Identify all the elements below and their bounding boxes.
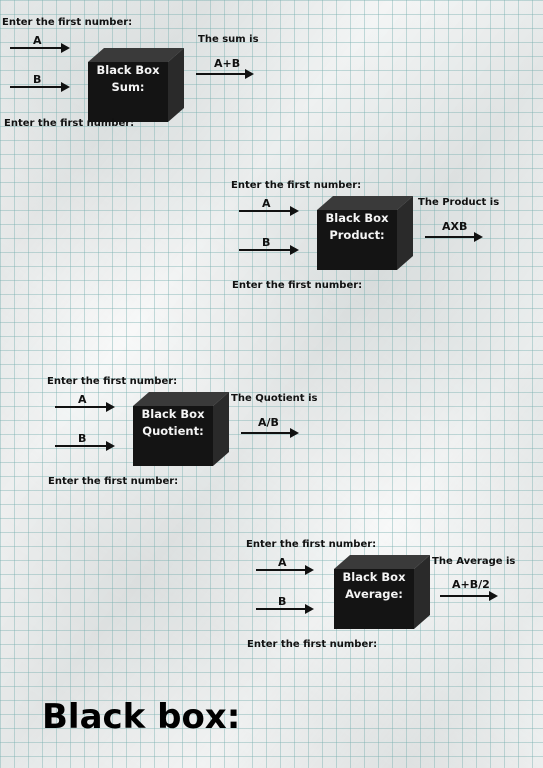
black-box-icon: Black Box Product: bbox=[317, 196, 413, 270]
black-box-icon: Black Box Average: bbox=[334, 555, 430, 629]
input-b-arrow bbox=[239, 245, 299, 255]
output-formula: A+B bbox=[214, 57, 241, 70]
input-a-arrow bbox=[55, 402, 115, 412]
output-heading: The Quotient is bbox=[231, 393, 318, 404]
input-a-label: A bbox=[278, 556, 287, 569]
output-arrow bbox=[440, 591, 498, 601]
box-title: Black Box bbox=[325, 211, 389, 225]
input-b-label: B bbox=[33, 73, 42, 86]
box-operation: Sum: bbox=[111, 80, 145, 94]
input-b-label: B bbox=[278, 595, 287, 608]
quotient-module: Enter the first number: A B Black Box Qu… bbox=[45, 373, 345, 523]
bottom-prompt: Enter the first number: bbox=[247, 639, 378, 650]
output-formula: A+B/2 bbox=[452, 578, 490, 591]
output-formula: AXB bbox=[442, 220, 468, 233]
output-arrow bbox=[241, 428, 299, 438]
box-operation: Average: bbox=[345, 587, 403, 601]
box-operation: Quotient: bbox=[142, 424, 204, 438]
sum-module: Enter the first number: A B Black Box Su… bbox=[0, 14, 300, 164]
box-operation: Product: bbox=[329, 228, 385, 242]
output-arrow bbox=[425, 232, 483, 242]
black-box-icon: Black Box Sum: bbox=[88, 48, 184, 122]
input-b-arrow bbox=[256, 604, 314, 614]
input-a-label: A bbox=[33, 34, 42, 47]
black-box-icon: Black Box Quotient: bbox=[133, 392, 229, 466]
input-a-label: A bbox=[262, 197, 271, 210]
input-prompt: Enter the first number: bbox=[47, 376, 178, 387]
bottom-prompt: Enter the first number: bbox=[4, 118, 135, 129]
input-b-label: B bbox=[78, 432, 87, 445]
input-prompt: Enter the first number: bbox=[246, 539, 377, 550]
input-prompt: Enter the first number: bbox=[231, 180, 362, 191]
product-module: Enter the first number: A B Black Box Pr… bbox=[229, 177, 529, 327]
input-a-arrow bbox=[256, 565, 314, 575]
box-title: Black Box bbox=[141, 407, 205, 421]
input-b-arrow bbox=[55, 441, 115, 451]
output-heading: The Product is bbox=[418, 197, 500, 208]
input-a-arrow bbox=[239, 206, 299, 216]
input-b-label: B bbox=[262, 236, 271, 249]
average-module: Enter the first number: A B Black Box Av… bbox=[244, 536, 543, 686]
bottom-prompt: Enter the first number: bbox=[48, 476, 179, 487]
input-a-label: A bbox=[78, 393, 87, 406]
input-b-arrow bbox=[10, 82, 70, 92]
input-a-arrow bbox=[10, 43, 70, 53]
box-title: Black Box bbox=[96, 63, 160, 77]
output-heading: The sum is bbox=[198, 34, 259, 45]
output-arrow bbox=[196, 69, 254, 79]
box-title: Black Box bbox=[342, 570, 406, 584]
page-title: Black box: bbox=[42, 697, 241, 737]
bottom-prompt: Enter the first number: bbox=[232, 280, 363, 291]
output-formula: A/B bbox=[258, 416, 279, 429]
input-prompt: Enter the first number: bbox=[2, 17, 133, 28]
output-heading: The Average is bbox=[432, 556, 516, 567]
